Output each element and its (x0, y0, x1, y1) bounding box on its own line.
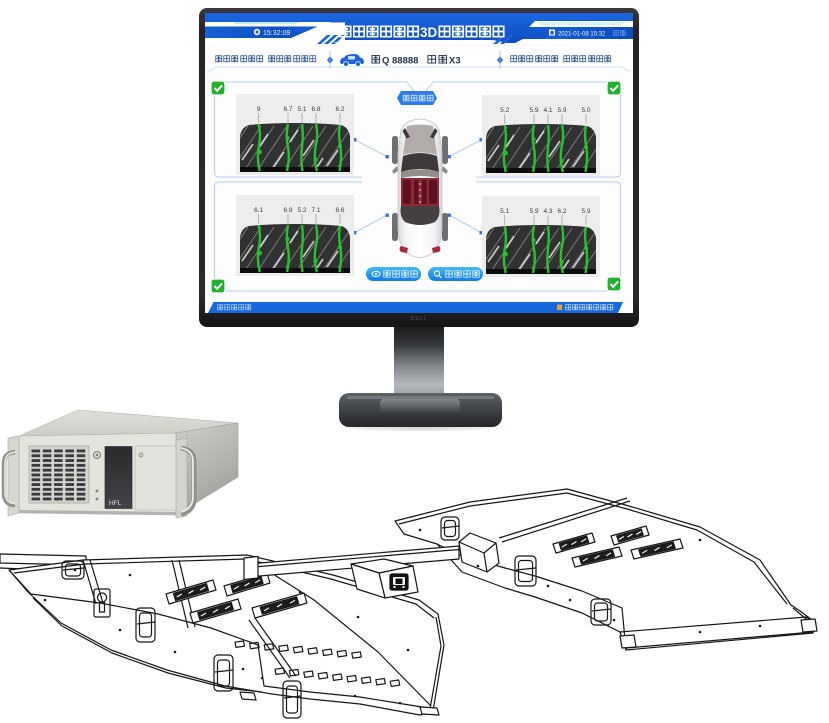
svg-text:5.9: 5.9 (581, 208, 590, 215)
svg-text:5.2: 5.2 (297, 207, 306, 214)
svg-text:6.2: 6.2 (335, 106, 344, 113)
svg-text:7.1: 7.1 (311, 207, 320, 214)
svg-text:5.9: 5.9 (557, 107, 566, 114)
svg-text:5.2: 5.2 (500, 107, 509, 114)
svg-text:6.2: 6.2 (557, 208, 566, 215)
svg-text:5.9: 5.9 (529, 107, 538, 114)
svg-text:6.1: 6.1 (254, 207, 263, 214)
svg-text:3D: 3D (420, 25, 438, 40)
svg-text:6.8: 6.8 (311, 106, 320, 113)
svg-text:Q 88888: Q 88888 (382, 56, 418, 67)
svg-text:4.3: 4.3 (543, 208, 552, 215)
svg-text:5.0: 5.0 (581, 107, 590, 114)
svg-text:5.9: 5.9 (529, 208, 538, 215)
svg-text:6.9: 6.9 (283, 207, 292, 214)
svg-text:HFL: HFL (109, 500, 122, 507)
svg-text:6.6: 6.6 (335, 207, 344, 214)
svg-text:9: 9 (257, 106, 261, 113)
svg-text:5.1: 5.1 (297, 106, 306, 113)
svg-text:15:32:09: 15:32:09 (263, 30, 290, 37)
svg-text:6.7: 6.7 (283, 106, 292, 113)
svg-text:2021-01-08 15:32: 2021-01-08 15:32 (558, 32, 606, 38)
svg-text:X3: X3 (449, 56, 461, 67)
svg-text:5.1: 5.1 (500, 208, 509, 215)
svg-text:4.1: 4.1 (543, 107, 552, 114)
